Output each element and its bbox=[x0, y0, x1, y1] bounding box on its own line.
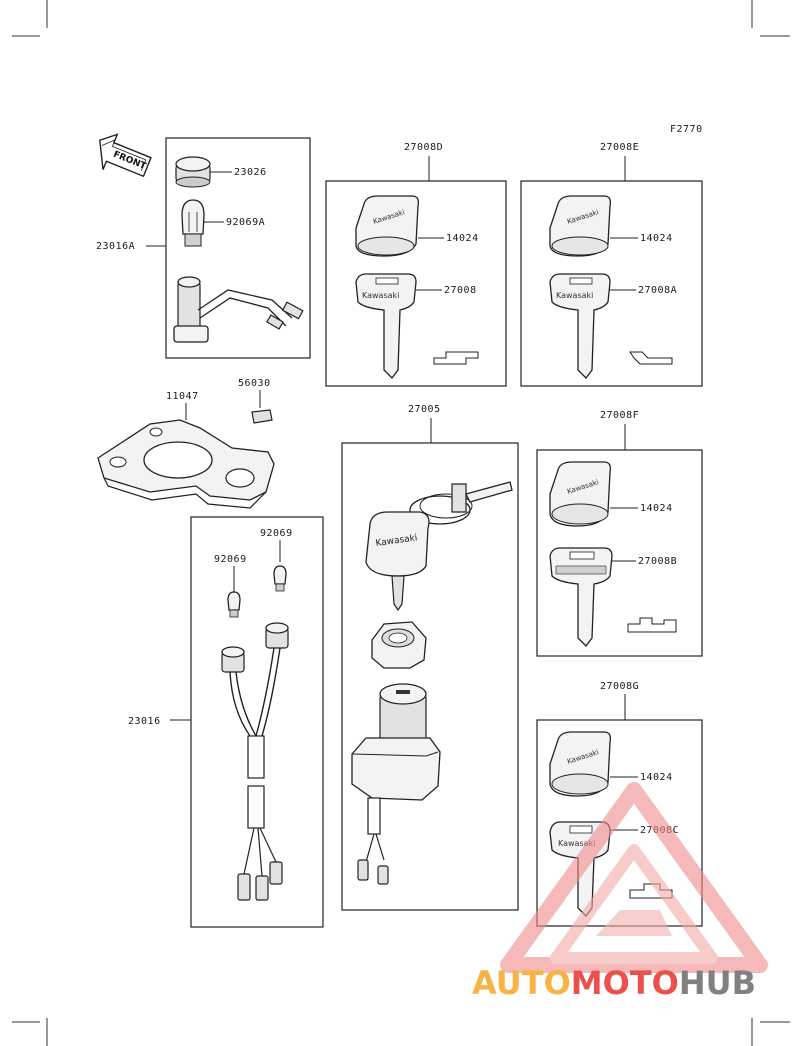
grommet-part bbox=[175, 156, 211, 188]
watermark-moto: MOTO bbox=[571, 964, 679, 1002]
box-27008E bbox=[520, 180, 703, 387]
watermark-triangle-icon bbox=[500, 782, 768, 973]
key-part bbox=[549, 547, 613, 647]
box-23016A bbox=[165, 137, 311, 359]
key-cap-part: Kawasaki bbox=[549, 195, 612, 257]
key-brand-text: Kawasaki bbox=[362, 291, 399, 300]
box-23016 bbox=[190, 516, 324, 928]
key-cap-part: Kawasaki bbox=[549, 731, 612, 797]
nut-part bbox=[371, 621, 427, 669]
label-92069-b: 92069 bbox=[260, 528, 293, 539]
key-part: Kawasaki bbox=[355, 273, 417, 379]
label-92069-a: 92069 bbox=[214, 554, 247, 565]
watermark: AUTOMOTOHUB bbox=[472, 782, 768, 1002]
label-11047: 11047 bbox=[166, 391, 199, 402]
group-27005: 27005 Kawasaki bbox=[341, 404, 519, 911]
switch-body-part bbox=[351, 683, 441, 885]
label-27008E: 27008E bbox=[600, 142, 639, 153]
label-27008G: 27008G bbox=[600, 681, 639, 692]
watermark-auto: AUTO bbox=[472, 964, 571, 1002]
crop-marks bbox=[12, 0, 790, 1046]
box-27005 bbox=[341, 442, 519, 911]
label-56030: 56030 bbox=[238, 378, 271, 389]
key-brand-text: Kawasaki bbox=[558, 839, 595, 848]
key-profile-icon bbox=[629, 351, 673, 365]
watermark-text: AUTOMOTOHUB bbox=[472, 964, 756, 1002]
label-27008F: 27008F bbox=[600, 410, 639, 421]
label-14024-f: 14024 bbox=[640, 503, 673, 514]
figure-code: F2770 bbox=[670, 124, 703, 135]
bulb-small-part bbox=[227, 565, 287, 618]
front-arrow-icon: FRONT bbox=[99, 133, 152, 178]
group-23016A: 23016A 23026 92069A bbox=[96, 137, 311, 359]
label-14024-g: 14024 bbox=[640, 772, 673, 783]
label-23016A: 23016A bbox=[96, 241, 135, 252]
group-27008D: 27008D Kawasaki 14024 Kawasaki 27008 bbox=[325, 142, 507, 387]
label-27008A: 27008A bbox=[638, 285, 677, 296]
bulb-part bbox=[181, 199, 205, 247]
group-27008E: 27008E Kawasaki 14024 Kawasaki 27008A bbox=[520, 142, 703, 387]
pad-part bbox=[251, 409, 273, 424]
label-14024-e: 14024 bbox=[640, 233, 673, 244]
socket-part bbox=[173, 276, 304, 343]
key-profile-icon bbox=[627, 617, 677, 633]
label-23016: 23016 bbox=[128, 716, 161, 727]
label-27008: 27008 bbox=[444, 285, 477, 296]
key-cap-part: Kawasaki bbox=[355, 195, 420, 257]
mounting-plate-part bbox=[97, 419, 275, 509]
label-27005: 27005 bbox=[408, 404, 441, 415]
watermark-hub: HUB bbox=[679, 964, 756, 1002]
box-27008F bbox=[536, 449, 703, 657]
key-profile-icon bbox=[433, 351, 479, 365]
label-23026: 23026 bbox=[234, 167, 267, 178]
label-92069A: 92069A bbox=[226, 217, 265, 228]
label-27008D: 27008D bbox=[404, 142, 443, 153]
group-23016: 23016 92069 92069 bbox=[128, 516, 324, 928]
key-brand-text: Kawasaki bbox=[556, 291, 593, 300]
key-set-part: Kawasaki bbox=[365, 481, 513, 612]
key-cap-part: Kawasaki bbox=[549, 461, 612, 527]
group-27008F: 27008F Kawasaki 14024 27008B bbox=[536, 410, 703, 657]
box-27008D bbox=[325, 180, 507, 387]
wire-harness-part bbox=[221, 622, 289, 901]
key-part: Kawasaki bbox=[549, 273, 611, 379]
label-27008B: 27008B bbox=[638, 556, 677, 567]
label-14024-d: 14024 bbox=[446, 233, 479, 244]
group-11047: 11047 56030 bbox=[97, 378, 275, 509]
